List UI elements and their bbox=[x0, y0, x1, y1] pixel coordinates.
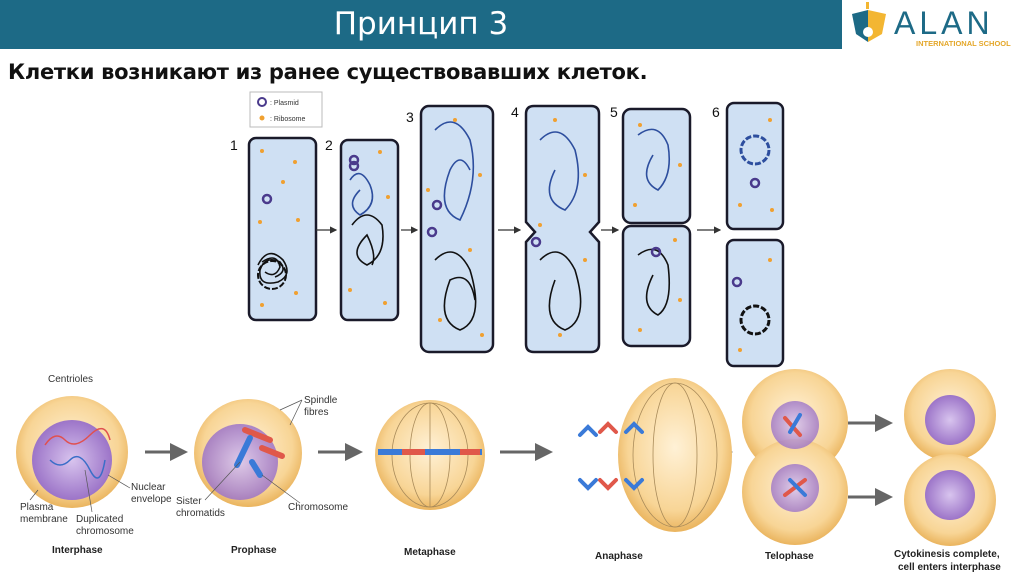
stage-prophase: Prophase bbox=[231, 545, 277, 556]
label-plasma-1: Plasma bbox=[20, 502, 54, 513]
logo-name: ALAN bbox=[894, 5, 994, 41]
interphase-nucleus bbox=[32, 420, 112, 500]
label-spindle-2: fibres bbox=[304, 407, 328, 418]
label-spindle-1: Spindle bbox=[304, 395, 338, 406]
binary-fission-diagram: : Plasmid : Ribosome 1 2 3 4 5 6 bbox=[230, 91, 785, 368]
stage-cytokinesis-2: cell enters interphase bbox=[898, 562, 1001, 573]
bacterium-5-bottom bbox=[621, 224, 692, 348]
stage-anaphase: Anaphase bbox=[595, 551, 643, 562]
slide-subtitle: Клетки возникают из ранее существовавших… bbox=[8, 60, 648, 84]
stage-interphase: Interphase bbox=[52, 545, 103, 556]
label-nuclear-2: envelope bbox=[131, 494, 172, 505]
legend-plasmid: : Plasmid bbox=[270, 100, 299, 107]
step-3: 3 bbox=[406, 109, 414, 125]
step-4: 4 bbox=[511, 104, 519, 120]
step-6: 6 bbox=[712, 104, 720, 120]
slide-title: Принцип 3 bbox=[333, 6, 509, 42]
ribosome-icon bbox=[259, 115, 265, 121]
header-bar: Принцип 3 bbox=[0, 0, 842, 49]
bacterium-6-top bbox=[725, 101, 785, 231]
label-plasma-2: membrane bbox=[20, 514, 68, 525]
label-sister-2: chromatids bbox=[176, 508, 225, 519]
stage-cytokinesis-1: Cytokinesis complete, bbox=[894, 549, 1000, 560]
plasmid-icon bbox=[257, 97, 267, 107]
step-5: 5 bbox=[610, 104, 618, 120]
ribosomes bbox=[258, 118, 774, 352]
label-chromosome: Chromosome bbox=[288, 502, 348, 513]
label-duplicated-1: Duplicated bbox=[76, 514, 123, 525]
logo-tagline: INTERNATIONAL SCHOOL bbox=[916, 39, 1011, 48]
label-nuclear-1: Nuclear bbox=[131, 482, 166, 493]
label-centrioles: Centrioles bbox=[48, 374, 93, 385]
bacterium-2 bbox=[339, 138, 400, 322]
anaphase-cell bbox=[618, 378, 732, 532]
alan-logo: ALAN INTERNATIONAL SCHOOL bbox=[846, 2, 1024, 50]
label-duplicated-2: chromosome bbox=[76, 526, 134, 537]
stage-telophase: Telophase bbox=[765, 551, 814, 562]
step-2: 2 bbox=[325, 137, 333, 153]
step-1: 1 bbox=[230, 137, 238, 153]
legend-ribosome: : Ribosome bbox=[270, 116, 306, 123]
bacterium-1 bbox=[247, 136, 318, 322]
legend: : Plasmid : Ribosome bbox=[249, 91, 323, 128]
mitosis-diagram: Centrioles Plasma membrane Duplicated ch… bbox=[16, 369, 1001, 573]
bacterium-4 bbox=[524, 104, 601, 354]
bacterium-5-top bbox=[621, 107, 692, 225]
plasmids bbox=[261, 154, 761, 288]
bacterium-6-bottom bbox=[725, 238, 785, 368]
label-sister-1: Sister bbox=[176, 496, 202, 507]
lion-icon bbox=[852, 2, 886, 42]
stage-metaphase: Metaphase bbox=[404, 547, 456, 558]
